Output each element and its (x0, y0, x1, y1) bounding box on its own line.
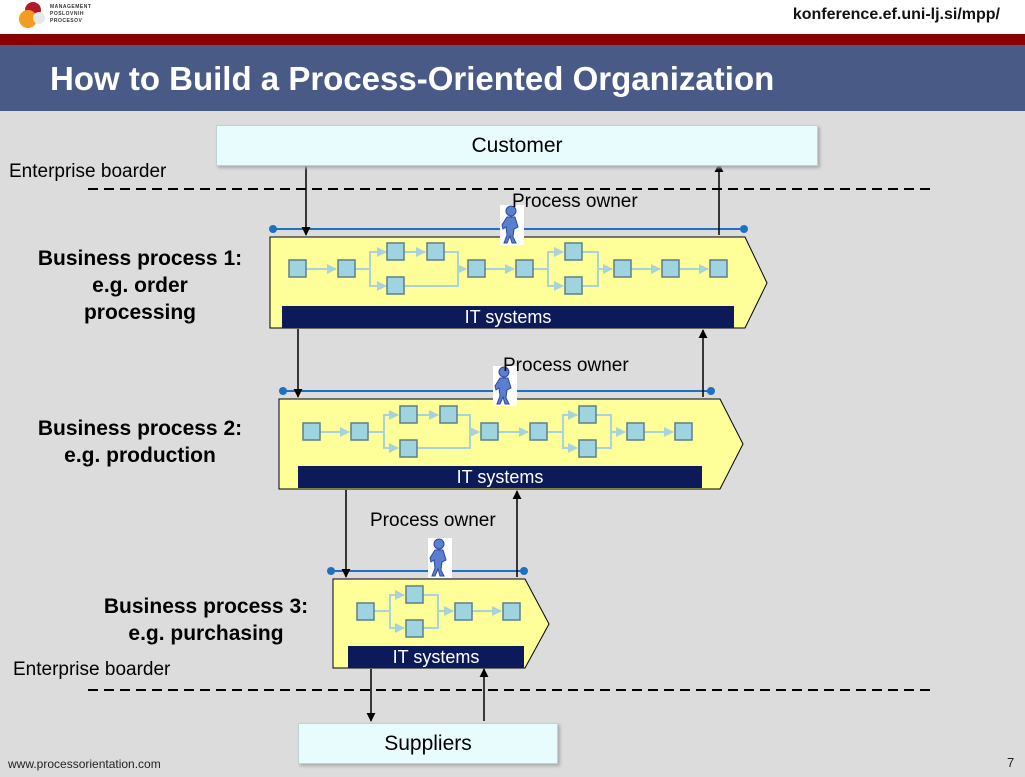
bp1-line3: processing (83, 301, 197, 324)
task-box (613, 259, 632, 278)
task-box (405, 619, 424, 638)
enterprise-border-top-label: Enterprise boarder (9, 161, 167, 182)
process-2-flow (320, 410, 674, 453)
task-box (386, 242, 405, 261)
task-box (386, 276, 405, 295)
it-systems-bar-1: IT systems (282, 306, 734, 328)
process-2-tasks (302, 405, 693, 458)
task-box (399, 405, 418, 424)
process-owner-label-1: Process owner (512, 191, 638, 212)
task-box (480, 422, 499, 441)
footer-website: www.processorientation.com (8, 757, 161, 771)
process-1-flow (306, 247, 709, 291)
bp1-line2: e.g. order (92, 274, 188, 297)
task-box (405, 585, 424, 604)
process-owner-person-icon (428, 538, 452, 578)
business-process-3-label: Business process 3: e.g. purchasing (86, 593, 326, 647)
process-3-flow (374, 590, 502, 633)
process-owner-person-icon (500, 205, 524, 245)
logo-text: MANAGEMENT POSLOVNIH PROCESOV (50, 4, 91, 25)
task-box (467, 259, 486, 278)
flow-arrows (293, 163, 724, 722)
business-process-1-label: Business process 1: e.g. order processin… (20, 245, 260, 326)
red-accent-bar (0, 34, 1025, 45)
task-box (337, 259, 356, 278)
task-box (502, 602, 521, 621)
logo-icon (19, 2, 45, 28)
task-box (709, 259, 728, 278)
logo-line: PROCESOV (50, 18, 83, 24)
task-box (564, 276, 583, 295)
task-box (439, 405, 458, 424)
task-box (578, 405, 597, 424)
title-bar (0, 45, 1025, 111)
bp3-line2: e.g. purchasing (128, 622, 284, 645)
task-box (661, 259, 680, 278)
bp3-line1: Business process 3: (103, 595, 309, 618)
task-box (564, 242, 583, 261)
bp2-line2: e.g. production (64, 444, 216, 467)
process-owner-label-2: Process owner (503, 355, 629, 376)
task-box (350, 422, 369, 441)
conference-url: konference.ef.uni-lj.si/mpp/ (792, 6, 1000, 23)
bp1-line1: Business process 1: (37, 247, 243, 270)
process-1-tasks (288, 242, 728, 295)
it-systems-bar-2: IT systems (298, 466, 702, 488)
it-systems-bar-3: IT systems (348, 646, 524, 668)
task-box (674, 422, 693, 441)
task-box (356, 602, 375, 621)
page-number: 7 (1007, 755, 1015, 770)
slide-title: How to Build a Process-Oriented Organiza… (50, 60, 775, 97)
process-owner-label-3: Process owner (370, 510, 496, 531)
task-box (529, 422, 548, 441)
task-box (454, 602, 473, 621)
logo-line: POSLOVNIH (50, 11, 84, 17)
process-owner-line-3 (327, 567, 528, 575)
logo-line: MANAGEMENT (50, 4, 92, 10)
task-box (515, 259, 534, 278)
process-owner-person-icon (493, 366, 517, 406)
enterprise-border-bottom-label: Enterprise boarder (13, 659, 171, 680)
process-3-shape (332, 578, 550, 669)
task-box (426, 242, 445, 261)
task-box (399, 439, 418, 458)
process-3-tasks (356, 585, 521, 638)
task-box (302, 422, 321, 441)
business-process-2-label: Business process 2: e.g. production (18, 415, 262, 469)
task-box (288, 259, 307, 278)
top-header: MANAGEMENT POSLOVNIH PROCESOV konference… (0, 0, 1025, 34)
task-box (626, 422, 645, 441)
bp2-line1: Business process 2: (37, 417, 243, 440)
task-box (578, 439, 597, 458)
suppliers-box: Suppliers (298, 723, 558, 764)
customer-box: Customer (216, 125, 818, 166)
